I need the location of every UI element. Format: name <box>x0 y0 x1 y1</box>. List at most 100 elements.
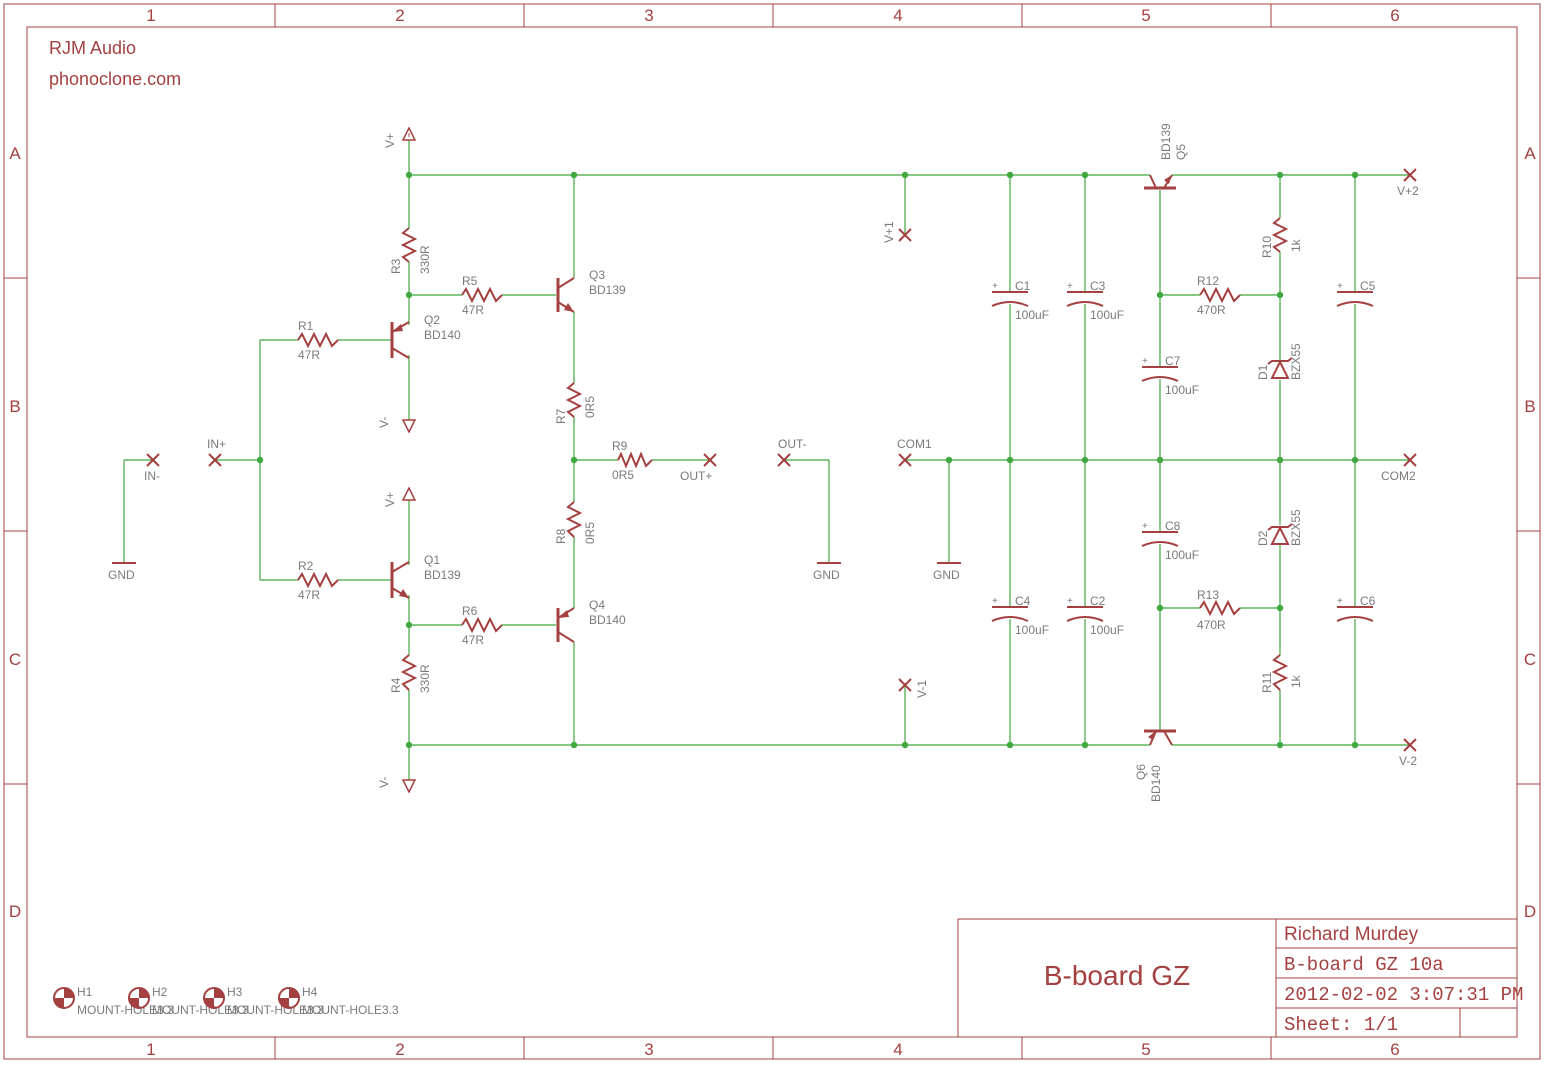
wires <box>123 140 1410 780</box>
supply-v-plus-top: V+ <box>383 126 417 148</box>
transistor-value: BD140 <box>424 328 461 342</box>
resistor-value: 47R <box>462 633 484 647</box>
transistor-name: Q3 <box>589 268 605 282</box>
polarity-plus: + <box>1142 356 1148 367</box>
resistor-r13[interactable]: R13 470R <box>1197 588 1241 632</box>
transistor-value: BD139 <box>1159 123 1173 160</box>
capacitor-c3[interactable]: + C3 100uF <box>1066 279 1124 322</box>
transistor-q1[interactable]: Q1 BD139 <box>390 553 461 599</box>
pad-com1[interactable]: COM1 <box>897 437 932 467</box>
resistor-value: 47R <box>462 303 484 317</box>
pad-v-plus1[interactable]: V+1 <box>882 221 912 243</box>
capacitor-value: 100uF <box>1165 548 1199 562</box>
pad-com2[interactable]: COM2 <box>1381 453 1417 483</box>
resistor-name: R13 <box>1197 588 1219 602</box>
resistor-r6[interactable]: R6 47R <box>461 604 503 647</box>
resistor-r10[interactable]: R10 1k <box>1260 217 1303 258</box>
pad-label: OUT- <box>778 437 807 451</box>
polarity-plus: + <box>1337 281 1343 292</box>
resistor-r5[interactable]: R5 47R <box>461 274 503 317</box>
resistor-r11[interactable]: R11 1k <box>1260 654 1303 693</box>
pad-label: V+2 <box>1397 184 1419 198</box>
resistor-name: R5 <box>462 274 478 288</box>
row-label-left: B <box>9 397 20 416</box>
author-name: Richard Murdey <box>1284 924 1419 945</box>
transistor-q4[interactable]: Q4 BD140 <box>556 598 626 643</box>
transistor-q6[interactable]: Q6 BD140 <box>1134 729 1176 802</box>
capacitor-c6[interactable]: + C6 <box>1336 594 1376 622</box>
resistor-r2[interactable]: R2 47R <box>297 559 339 602</box>
resistor-r8[interactable]: R8 0R5 <box>554 501 597 544</box>
pad-label: COM1 <box>897 437 932 451</box>
capacitor-c8[interactable]: + C8 100uF <box>1141 519 1199 562</box>
supply-v-plus-lower: V+ <box>383 486 417 507</box>
capacitor-name: C1 <box>1015 279 1031 293</box>
resistor-value: 1k <box>1289 674 1303 688</box>
resistor-name: R10 <box>1260 236 1274 258</box>
mount-hole-h2: H2 MOUNT-HOLE3.3 <box>128 985 249 1017</box>
capacitor-name: C6 <box>1360 594 1376 608</box>
zener-diode-d1[interactable]: D1 BZX55 <box>1256 343 1303 380</box>
resistor-value: 1k <box>1289 238 1303 252</box>
resistor-value: 330R <box>418 245 432 274</box>
resistor-value: 0R5 <box>583 522 597 544</box>
resistor-r4[interactable]: R4 330R <box>389 654 432 693</box>
transistor-q3[interactable]: Q3 BD139 <box>556 268 626 313</box>
diode-value: BZX55 <box>1289 509 1303 546</box>
resistor-name: R1 <box>298 319 314 333</box>
pad-in-plus[interactable]: IN+ <box>207 437 226 467</box>
transistor-name: Q6 <box>1134 764 1148 780</box>
row-label-right: B <box>1524 397 1535 416</box>
column-label-bottom: 6 <box>1390 1040 1399 1059</box>
pad-v-plus2[interactable]: V+2 <box>1397 168 1419 198</box>
capacitor-c7[interactable]: + C7 100uF <box>1141 354 1199 397</box>
row-label-left: A <box>9 144 21 163</box>
transistor-q5[interactable]: BD139 Q5 <box>1144 123 1188 190</box>
pad-v-minus2[interactable]: V-2 <box>1399 738 1417 768</box>
mount-hole-value: MOUNT-HOLE3.3 <box>152 1003 249 1017</box>
resistor-r7[interactable]: R7 0R5 <box>554 382 597 424</box>
transistor-name: Q2 <box>424 313 440 327</box>
pad-out-minus[interactable]: OUT- <box>777 437 807 467</box>
pad-in-minus[interactable]: IN- <box>144 453 160 483</box>
frame-row-labels: A B C D A B C D <box>9 144 1536 921</box>
resistor-value: 47R <box>298 588 320 602</box>
resistor-name: R2 <box>298 559 314 573</box>
capacitor-c2[interactable]: + C2 100uF <box>1066 594 1124 637</box>
resistor-r3[interactable]: R3 330R <box>389 227 432 274</box>
capacitor-c1[interactable]: + C1 100uF <box>991 279 1049 322</box>
column-label-top: 2 <box>395 6 404 25</box>
zener-diode-d2[interactable]: D2 BZX55 <box>1256 509 1303 546</box>
column-label-bottom: 3 <box>644 1040 653 1059</box>
transistor-value: BD139 <box>589 283 626 297</box>
resistor-name: R9 <box>612 439 628 453</box>
drawing-name: B-board GZ 10a <box>1284 954 1444 976</box>
polarity-plus: + <box>1142 521 1148 532</box>
resistor-r1[interactable]: R1 47R <box>297 319 339 362</box>
resistor-name: R6 <box>462 604 478 618</box>
polarity-plus: + <box>992 596 998 607</box>
pad-out-plus[interactable]: OUT+ <box>680 453 717 483</box>
column-label-bottom: 5 <box>1141 1040 1150 1059</box>
resistor-r9[interactable]: R9 0R5 <box>612 439 653 482</box>
mount-hole-value: MOUNT-HOLE3.3 <box>227 1003 324 1017</box>
pad-label: V-2 <box>1399 754 1417 768</box>
resistor-value: 47R <box>298 348 320 362</box>
resistor-r12[interactable]: R12 470R <box>1197 274 1241 317</box>
column-label-top: 5 <box>1141 6 1150 25</box>
transistor-q2[interactable]: Q2 BD140 <box>390 313 461 359</box>
capacitor-c5[interactable]: + C5 <box>1336 279 1376 307</box>
sheet-number: Sheet: 1/1 <box>1284 1014 1398 1036</box>
mount-hole-name: H3 <box>227 985 243 999</box>
ground-label: GND <box>813 568 840 582</box>
pad-v-minus1[interactable]: V-1 <box>898 678 929 698</box>
transistor-name: Q1 <box>424 553 440 567</box>
capacitor-value: 100uF <box>1015 623 1049 637</box>
row-label-right: A <box>1524 144 1536 163</box>
pad-label: IN- <box>144 469 160 483</box>
capacitor-c4[interactable]: + C4 100uF <box>991 594 1049 637</box>
supply-v-minus-upper: V- <box>377 417 417 434</box>
transistor-value: BD140 <box>1149 765 1163 802</box>
drawing-datetime: 2012-02-02 3:07:31 PM <box>1284 984 1523 1006</box>
title-block: B-board GZ Richard Murdey B-board GZ 10a… <box>957 918 1523 1038</box>
